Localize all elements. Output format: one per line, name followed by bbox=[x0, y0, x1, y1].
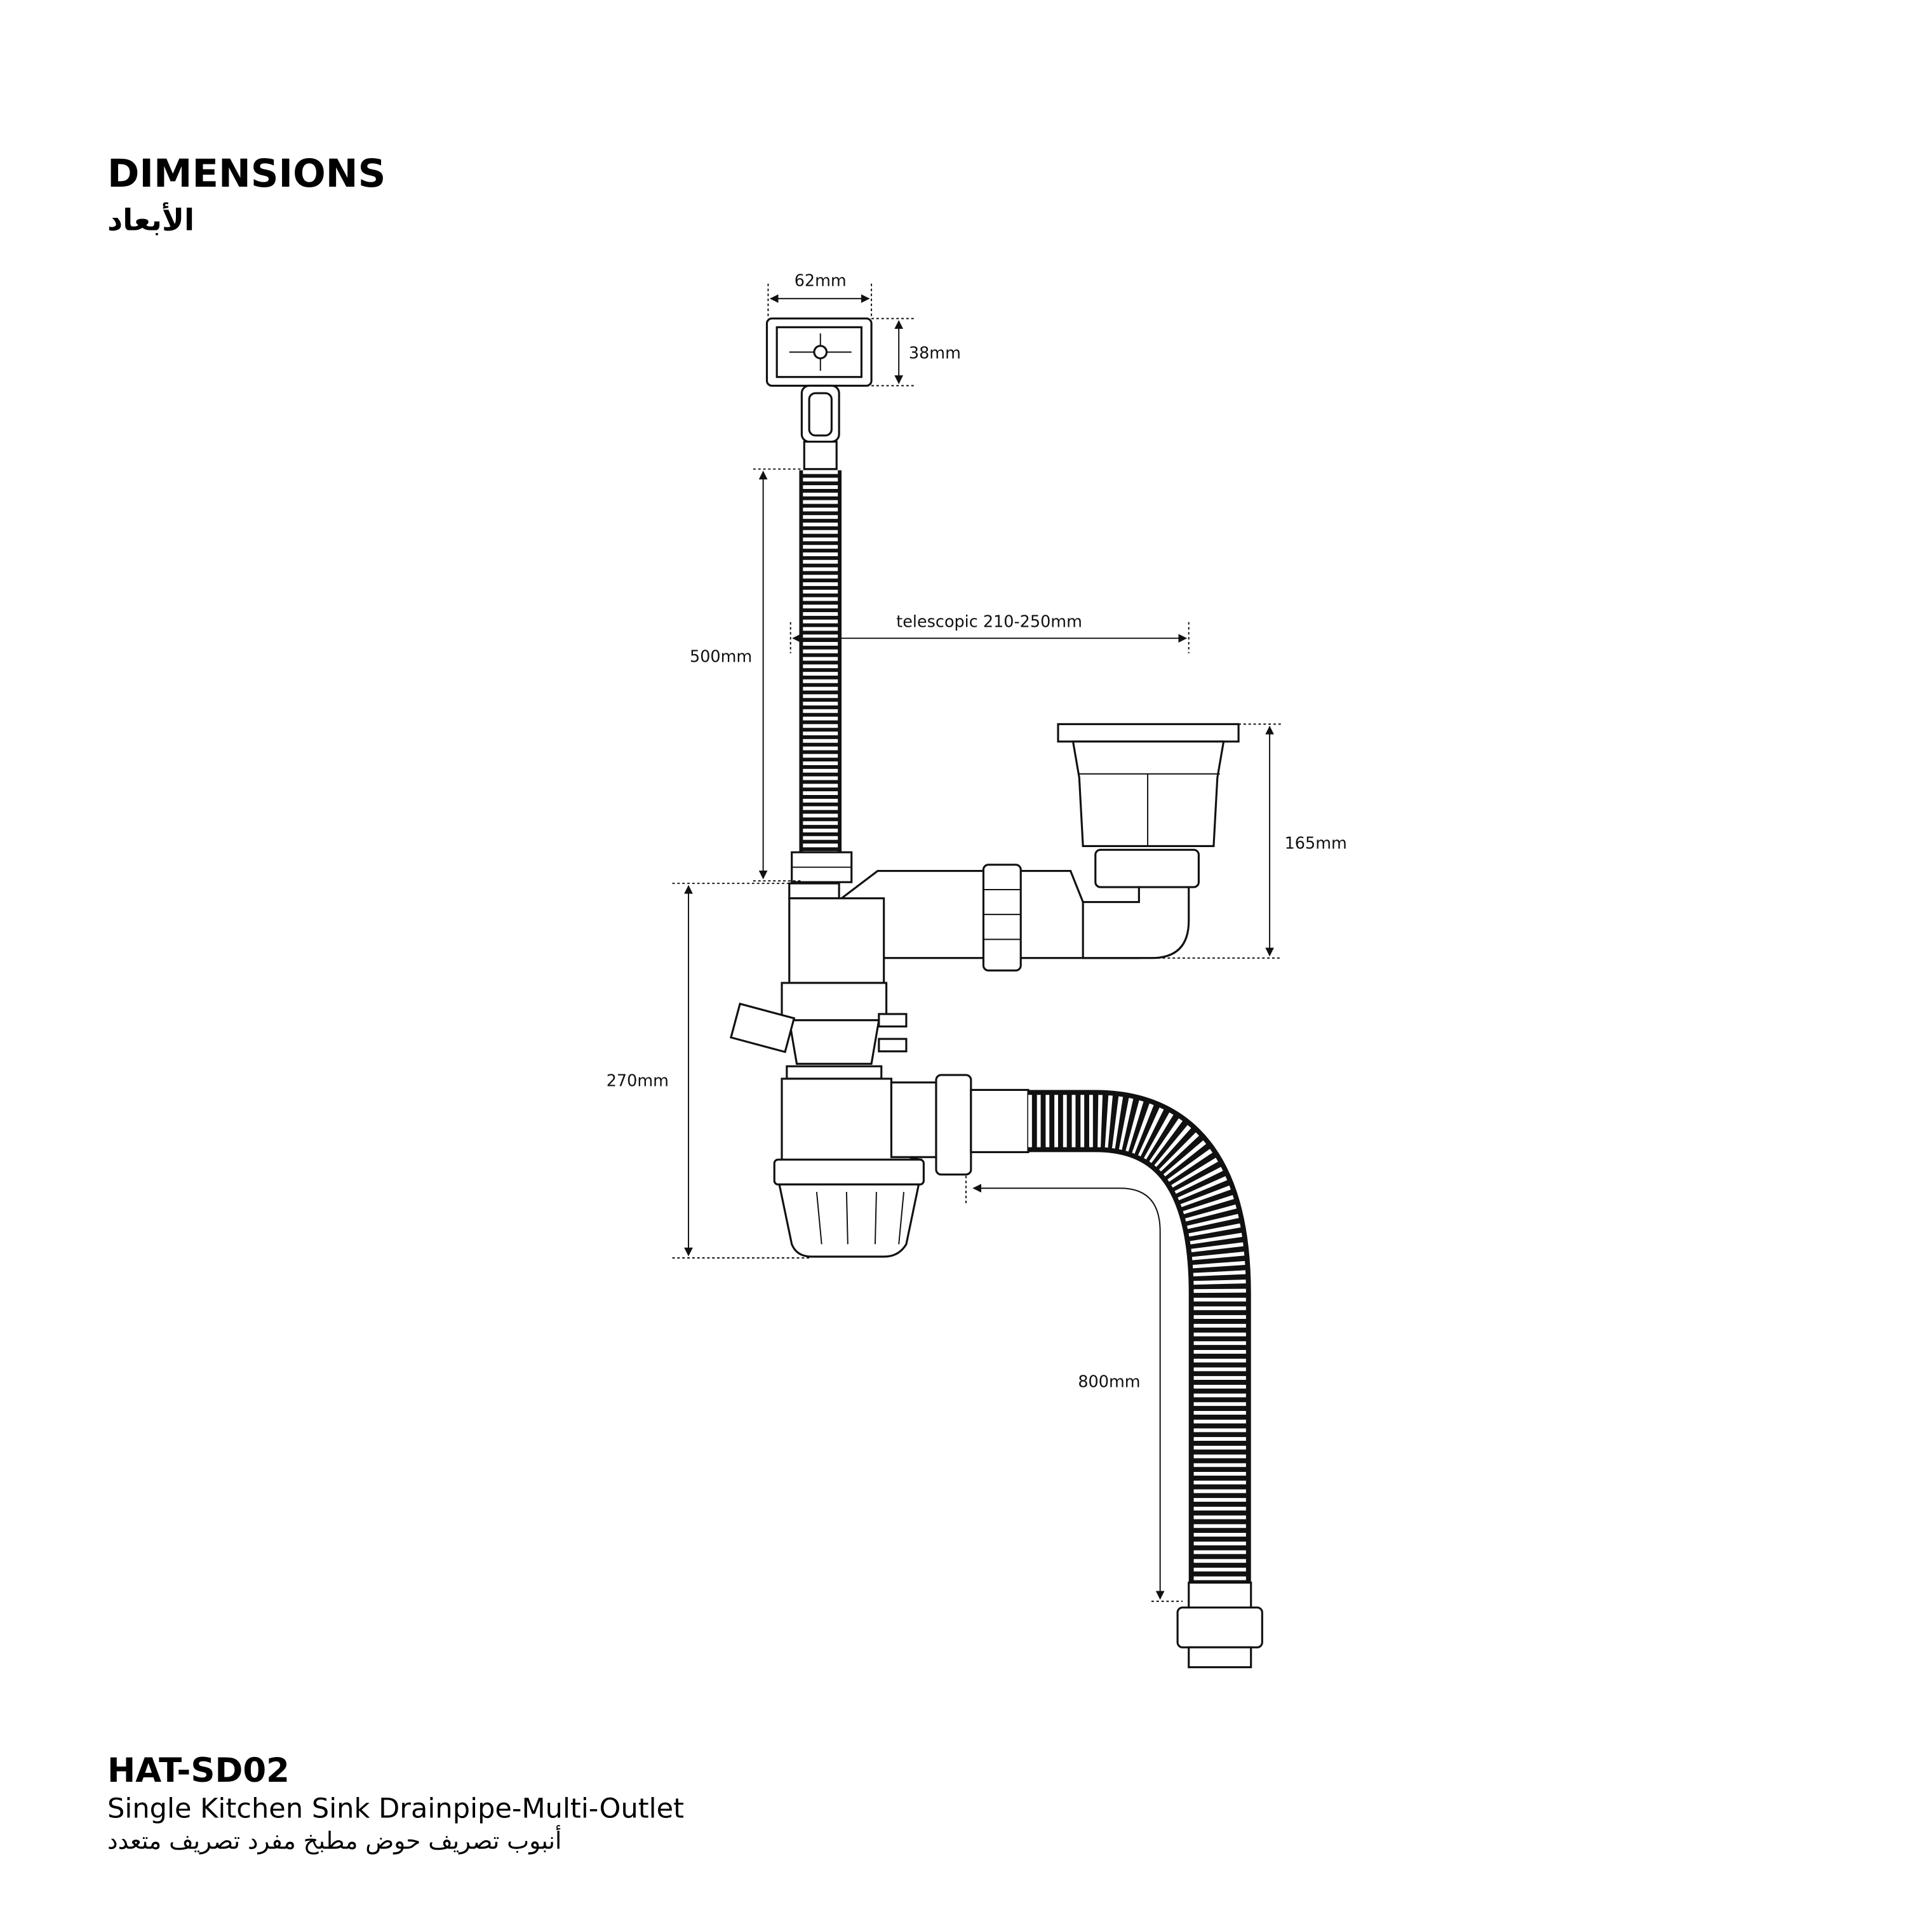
product-name-arabic: أنبوب تصريف حوض مطبخ مفرد تصريف متعدد bbox=[107, 1826, 561, 1855]
overflow-connector bbox=[791, 851, 853, 883]
dim-label-500mm: 500mm bbox=[690, 647, 752, 666]
outlet-corrugated-hose bbox=[1028, 1090, 1263, 1669]
dim-label-165mm: 165mm bbox=[1285, 834, 1347, 853]
dim-label-telescopic: telescopic 210-250mm bbox=[896, 613, 1082, 632]
overflow-strainer bbox=[765, 317, 873, 471]
page-title: DIMENSIONS bbox=[107, 152, 386, 196]
page-title-arabic: الأبعاد bbox=[107, 201, 194, 237]
bottle-trap bbox=[729, 882, 1030, 1258]
dim-telescopic: telescopic 210-250mm bbox=[789, 613, 1190, 653]
dim-label-270mm: 270mm bbox=[607, 1072, 669, 1091]
product-name: Single Kitchen Sink Drainpipe-Multi-Outl… bbox=[107, 1793, 684, 1825]
dim-strainer-height: 38mm bbox=[871, 317, 961, 387]
dim-label-800mm: 800mm bbox=[1078, 1373, 1140, 1392]
dim-label-38mm: 38mm bbox=[909, 344, 961, 363]
dim-overflow-pipe: 500mm bbox=[690, 468, 803, 882]
dim-basket-height: 165mm bbox=[1157, 723, 1347, 959]
dim-label-62mm: 62mm bbox=[795, 272, 847, 291]
connecting-pipe bbox=[835, 864, 1190, 972]
dim-trap-height: 270mm bbox=[607, 883, 810, 1259]
dim-outlet-hose: 800mm bbox=[965, 1175, 1183, 1602]
dim-strainer-width: 62mm bbox=[767, 272, 873, 319]
basket-strainer bbox=[1057, 723, 1240, 888]
product-code: HAT-SD02 bbox=[107, 1751, 290, 1790]
